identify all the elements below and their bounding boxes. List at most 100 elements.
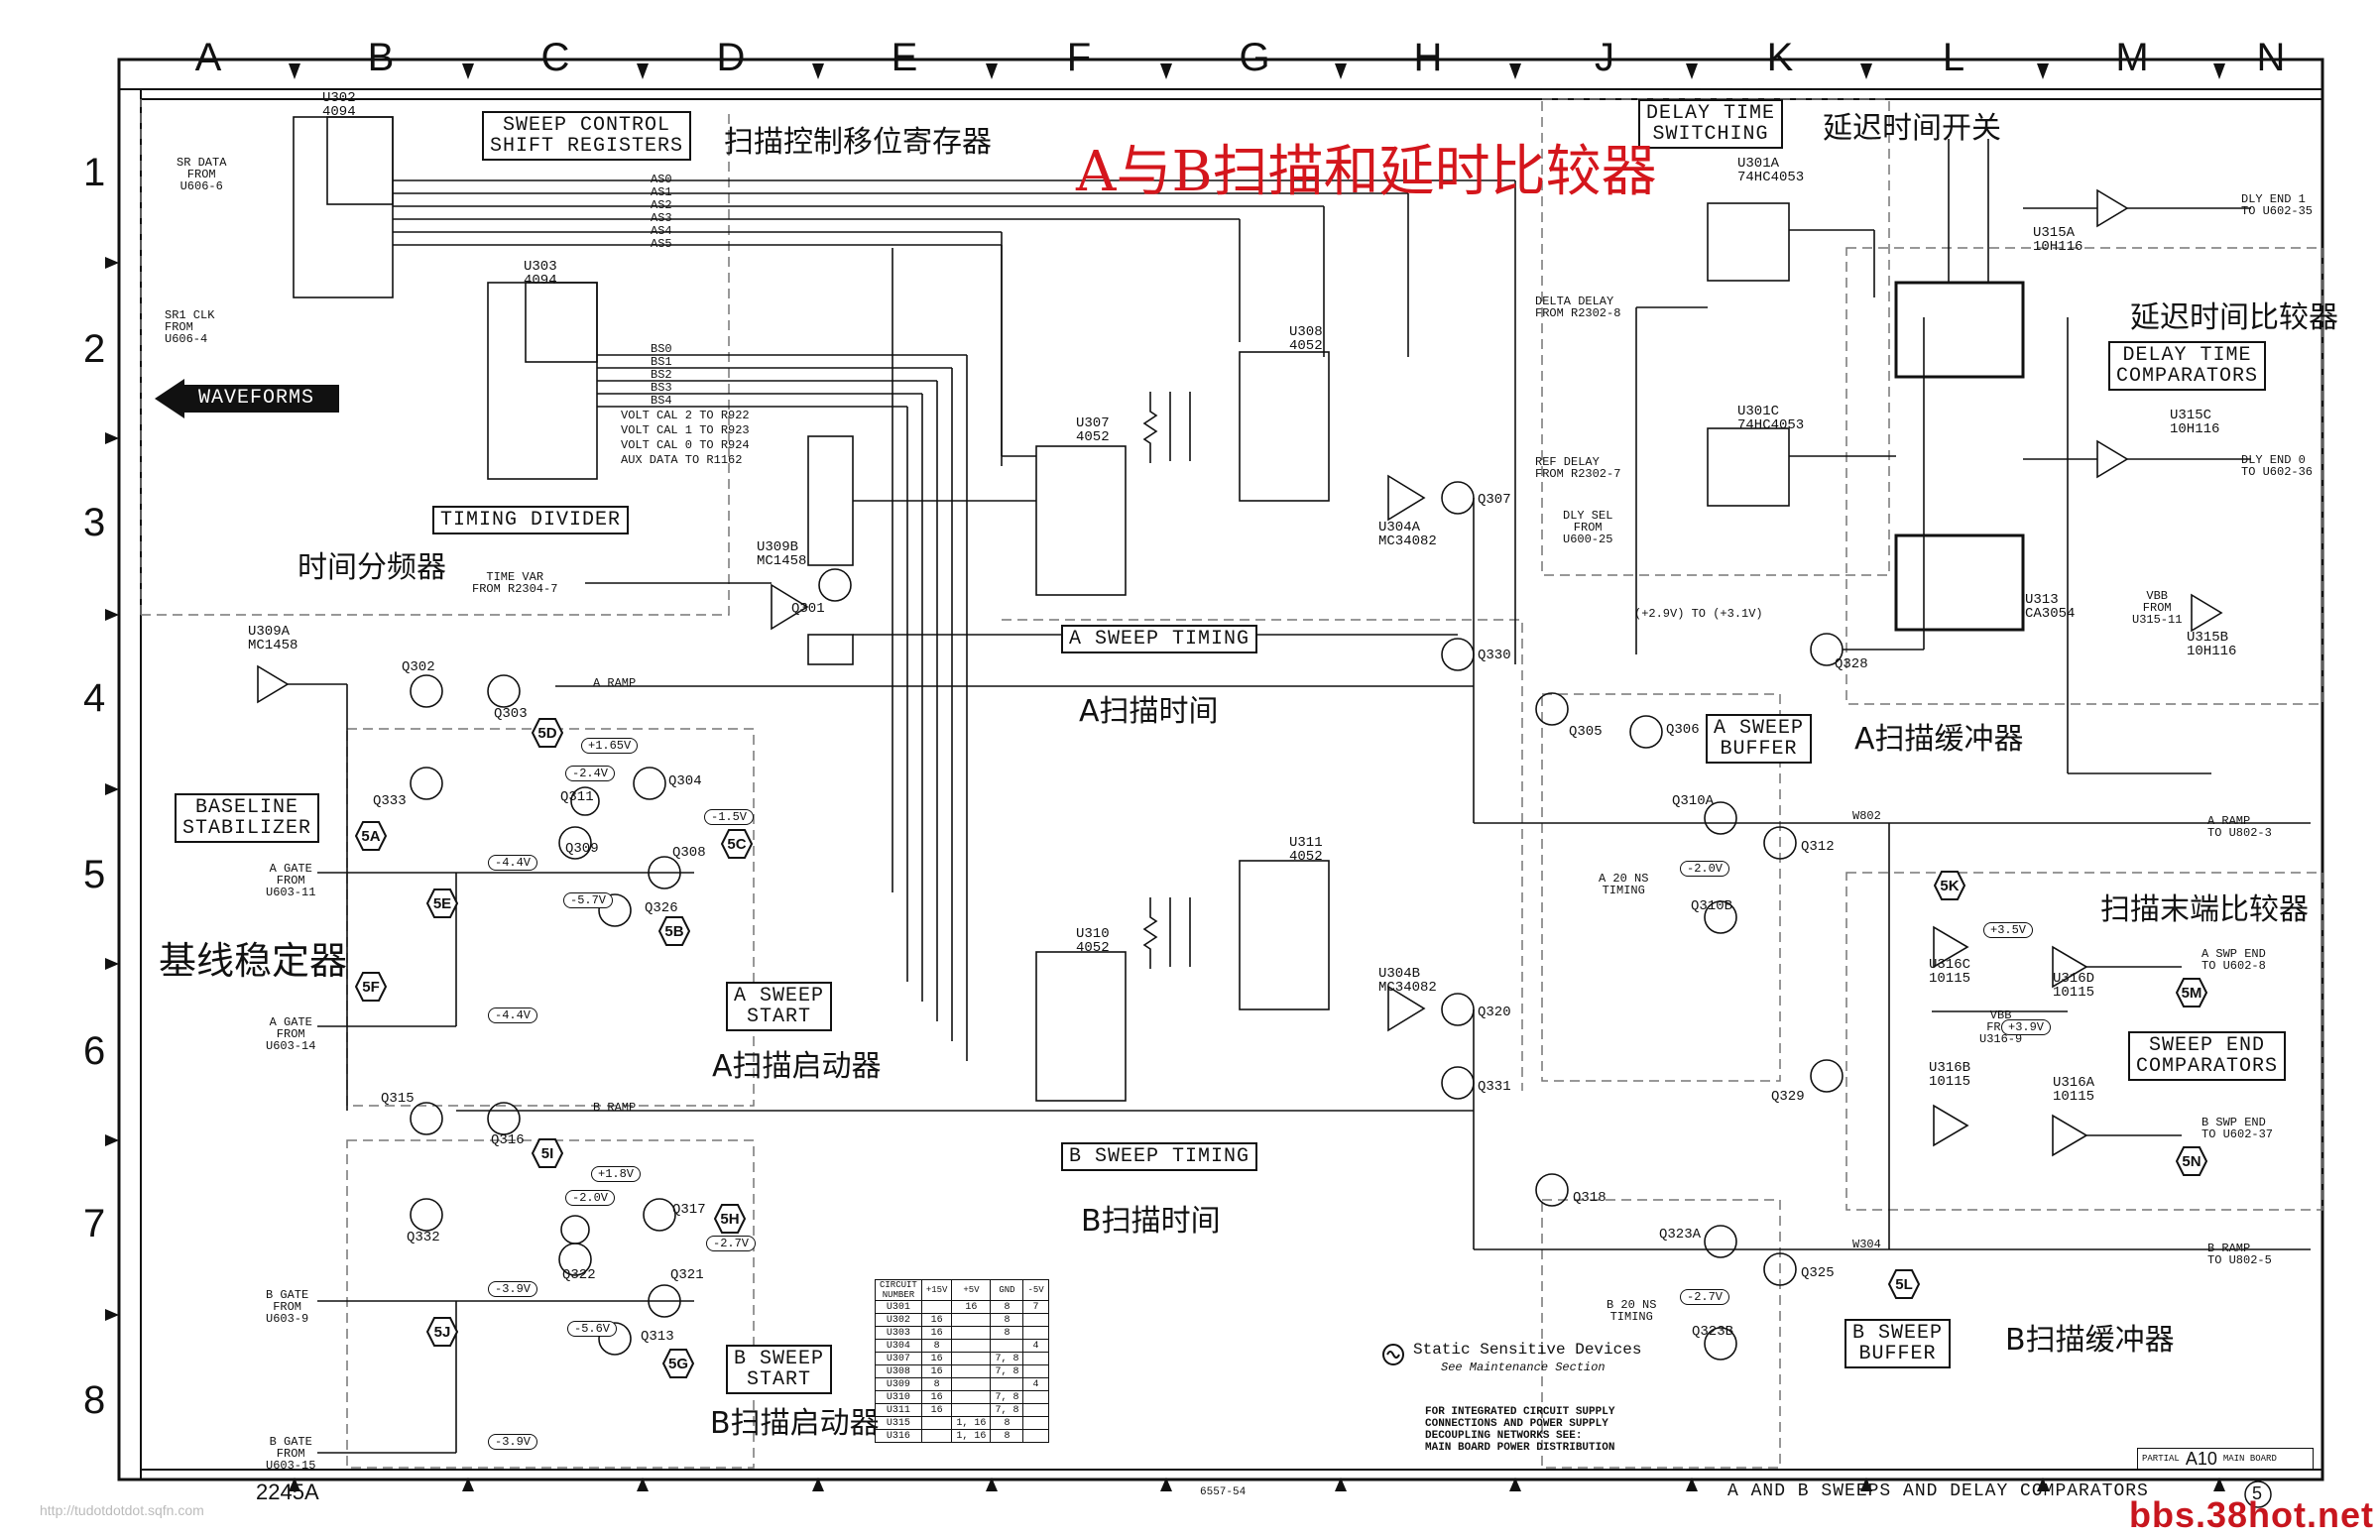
chip-u301a: U301A 74HC4053 [1737,156,1805,185]
as3-label: AS3 [651,211,672,225]
b-sweep-start-label: B SWEEP START [726,1345,833,1394]
a-gate-bar-in: A GATE FROM U603-14 [266,1015,316,1053]
cn-b-start: B扫描启动器 [710,1406,880,1441]
transistor-q313: Q313 [641,1329,674,1345]
column-letter-e: E [891,36,918,79]
voltage-range: (+2.9V) TO (+3.1V) [1634,607,1763,621]
test-point-marker: 5K [1934,871,1965,900]
test-point-marker: 5H [714,1204,746,1234]
a-ramp-label: A RAMP [593,676,637,690]
cn-delay-switch: 延迟时间开关 [1823,111,2001,146]
sr-data-in: SR DATA FROM U606-6 [177,156,227,193]
column-tick [2213,1478,2225,1491]
column-tick [1860,1478,1872,1491]
voltage-bubble: -3.9V [488,1281,538,1297]
volt-cal-2: VOLT CAL 2 TO R922 [621,409,750,422]
voltage-bubble: -5.7V [563,892,614,908]
table-cell: 16 [951,1300,992,1314]
power-table-header: +15V [920,1279,953,1301]
sr1-clk-in: SR1 CLK FROM U606-4 [165,308,215,346]
voltage-bubble: -2.0V [565,1190,616,1206]
table-cell: 8 [920,1377,953,1391]
column-tick [986,1478,998,1491]
column-tick [812,1478,824,1491]
table-cell: 8 [990,1300,1024,1314]
table-cell: 16 [920,1390,953,1404]
b-ramp-label: B RAMP [593,1101,637,1115]
transistor-q311: Q311 [560,789,594,805]
test-point-marker: 5G [662,1349,694,1378]
table-cell [951,1377,992,1391]
static-note-title: Static Sensitive Devices [1413,1341,1642,1359]
transistor-q325: Q325 [1801,1265,1835,1281]
voltage-bubble: -4.4V [488,855,538,871]
watermark: bbs.38hot.net [2128,1494,2374,1535]
table-cell: 8 [990,1313,1024,1327]
column-letter-b: B [367,36,395,79]
row-number-6: 6 [83,1029,106,1073]
b-sweep-timing-label: B SWEEP TIMING [1061,1142,1258,1171]
baseline-stabilizer-label: BASELINE STABILIZER [175,793,320,843]
table-cell [1022,1313,1049,1327]
table-cell: 16 [920,1364,953,1378]
chip-u308: U308 4052 [1289,324,1323,354]
b-gate-in: B GATE FROM U603-9 [266,1288,309,1326]
transistor-q330: Q330 [1478,648,1511,663]
row-number-7: 7 [83,1202,106,1245]
column-tick [1335,63,1347,79]
table-cell: 16 [920,1403,953,1417]
row-tick [105,1309,119,1321]
table-cell [951,1390,992,1404]
column-letter-n: N [2256,36,2286,79]
chip-u315a: U315A 10H116 [2033,225,2083,255]
chip-u316c: U316C 10115 [1929,957,1971,987]
cn-delay-comp: 延迟时间比较器 [2130,300,2338,335]
transistor-q321: Q321 [670,1267,704,1283]
row-number-1: 1 [83,151,106,194]
a-swp-end-out: A SWP END TO U602-8 [2202,947,2266,973]
chip-u302: U302 4094 [322,90,356,120]
voltage-bubble: -2.0V [1680,861,1730,877]
transistor-q329: Q329 [1771,1089,1805,1105]
transistor-q301: Q301 [791,601,825,617]
waveforms-label: WAVEFORMS [198,387,315,410]
table-cell: U303 [875,1326,922,1340]
test-point-marker: 5I [532,1138,563,1168]
row-tick [105,432,119,444]
column-letter-d: D [716,36,746,79]
volt-cal-1: VOLT CAL 1 TO R923 [621,423,750,437]
column-tick [637,63,649,79]
transistor-q328: Q328 [1835,656,1868,672]
table-cell [1022,1326,1049,1340]
test-point-marker: 5N [2176,1146,2207,1176]
dly-end1-out: DLY END 1 TO U602-35 [2241,192,2314,218]
table-cell: 4 [1022,1339,1049,1353]
column-tick [2213,63,2225,79]
row-tick [105,1134,119,1146]
transistor-q322: Q322 [562,1267,596,1283]
a-sweep-start-label: A SWEEP START [726,982,833,1031]
voltage-bubble: -4.4V [488,1007,538,1023]
table-cell: U301 [875,1300,922,1314]
table-cell: U309 [875,1377,922,1391]
column-tick [1509,1478,1521,1491]
as1-label: AS1 [651,185,672,199]
delay-time-comparators-label: DELAY TIME COMPARATORS [2108,341,2267,391]
transistor-q318: Q318 [1573,1190,1606,1206]
table-cell: 16 [920,1352,953,1365]
column-tick [637,1478,649,1491]
transistor-q304: Q304 [668,773,702,789]
table-cell [1022,1429,1049,1443]
table-cell: 1, 16 [951,1416,992,1430]
row-number-3: 3 [83,501,106,544]
chip-u316a: U316A 10115 [2053,1075,2095,1105]
chip-u316d: U316D 10115 [2053,971,2095,1001]
faint-url: http://tudotdotdot.sqfn.com [40,1502,204,1518]
bs4-label: BS4 [651,394,672,408]
a-20ns-timing: A 20 NS TIMING [1599,872,1649,897]
column-tick [1160,1478,1172,1491]
column-tick [812,63,824,79]
